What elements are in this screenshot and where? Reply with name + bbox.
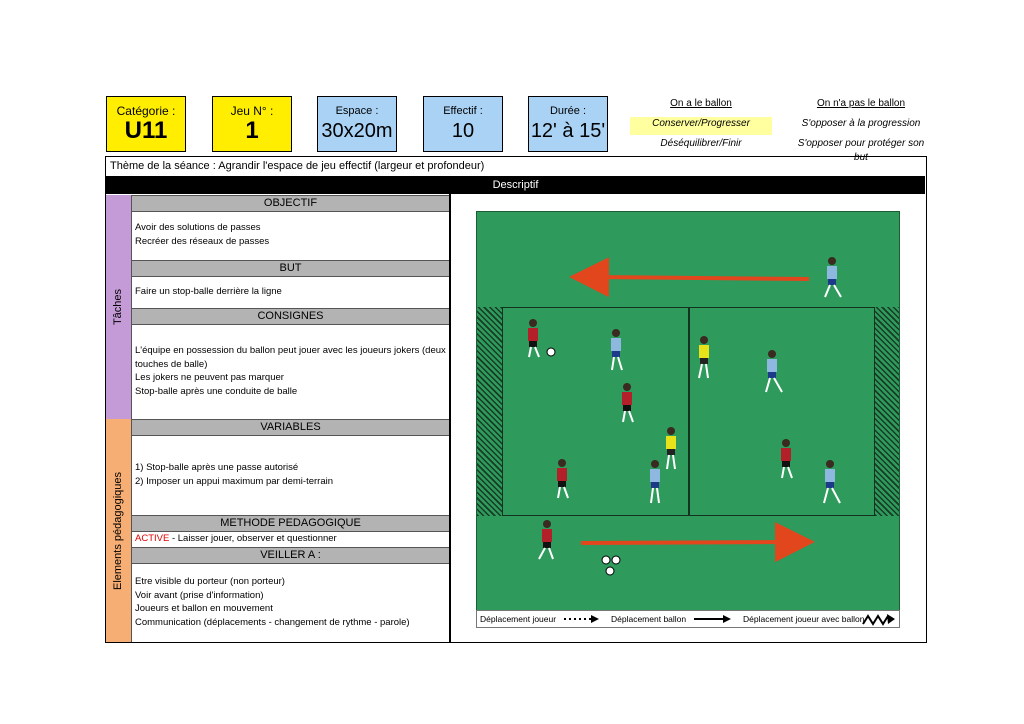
espace-box: Espace : 30x20m: [317, 96, 397, 152]
taches-side-label: Tâches: [106, 195, 132, 419]
jeu-box: Jeu N° : 1: [212, 96, 292, 152]
mode-sans-ballon-title: On n'a pas le ballon: [816, 98, 906, 109]
effectif-value: 10: [451, 119, 475, 142]
player-red-icon: [781, 439, 793, 479]
jeu-label: Jeu N° :: [230, 103, 274, 118]
mode-ballon-item: Déséquilibrer/Finir: [660, 138, 742, 149]
balls-pile-icon: [601, 555, 621, 576]
consignes-line: Stop-balle après une conduite de balle: [135, 385, 298, 397]
theme-line: Thème de la séance : Agrandir l'espace d…: [106, 157, 925, 177]
arrow-right: [580, 522, 815, 563]
zigzag-arrow-icon: [862, 614, 895, 626]
ball-icon: [546, 347, 556, 357]
elements-side-label: Elements pédagogiques: [106, 419, 132, 642]
pitch-diagram: [476, 211, 900, 615]
descriptif-bar: Descriptif: [106, 177, 925, 194]
methode-active-label: ACTIVE: [135, 533, 170, 544]
variables-line: 1) Stop-balle après une passe autorisé: [135, 462, 299, 473]
methode-header: METHODE PEDAGOGIQUE: [132, 515, 449, 532]
session-sheet: Thème de la séance : Agrandir l'espace d…: [105, 156, 927, 643]
variables-line: 2) Imposer un appui maximum par demi-ter…: [135, 475, 333, 487]
veiller-body: Etre visible du porteur (non porteur) Vo…: [132, 575, 449, 629]
player-blue-icon: [765, 350, 783, 393]
veiller-header: VEILLER A :: [132, 547, 449, 564]
column-divider: [449, 194, 451, 642]
left-end-zone: [477, 307, 502, 516]
veiller-line: Joueurs et ballon en mouvement: [135, 603, 273, 614]
variables-header: VARIABLES: [132, 419, 449, 436]
dotted-arrow-icon: [564, 615, 599, 623]
veiller-line: Voir avant (prise d'information): [135, 589, 264, 601]
consignes-header: CONSIGNES: [132, 308, 449, 325]
objectif-line: Avoir des solutions de passes: [135, 222, 261, 233]
player-blue-icon: [650, 460, 660, 504]
duree-label: Durée :: [549, 104, 587, 117]
effectif-box: Effectif : 10: [423, 96, 503, 152]
consignes-line: Les jokers ne peuvent pas marquer: [135, 372, 284, 383]
player-red-icon: [622, 383, 634, 423]
player-blue-icon: [823, 460, 841, 504]
espace-value: 30x20m: [321, 119, 393, 142]
but-line: Faire un stop-balle derrière la ligne: [135, 286, 282, 297]
methode-body: ACTIVE - Laisser jouer, observer et ques…: [132, 532, 449, 546]
joker-yellow-icon: [666, 427, 676, 470]
consignes-body: L'équipe en possession du ballon peut jo…: [132, 344, 449, 398]
objectif-body: Avoir des solutions de passes Recréer de…: [132, 221, 449, 248]
categorie-box: Catégorie : U11: [106, 96, 186, 152]
player-red-icon: [538, 520, 554, 560]
mode-sans-ballon-item: S'opposer à la progression: [801, 118, 921, 129]
categorie-value: U11: [124, 116, 168, 144]
but-header: BUT: [132, 260, 449, 277]
duree-box: Durée : 12' à 15': [528, 96, 608, 152]
methode-text: - Laisser jouer, observer et questionner: [169, 533, 337, 544]
mode-sans-ballon: On n'a pas le ballon S'opposer à la prog…: [790, 98, 932, 163]
mode-ballon-item: Conserver/Progresser: [630, 117, 772, 135]
arrow-left: [569, 257, 810, 298]
objectif-header: OBJECTIF: [132, 195, 449, 212]
player-red-icon: [528, 319, 540, 358]
consignes-line: touches de balle): [135, 358, 208, 370]
legend-joueur-ballon-label: Déplacement joueur avec ballon: [743, 614, 865, 624]
mode-ballon-title: On a le ballon: [670, 98, 732, 109]
variables-body: 1) Stop-balle après une passe autorisé 2…: [132, 461, 449, 488]
categorie-label: Catégorie :: [116, 103, 176, 118]
veiller-line: Communication (déplacements - changement…: [135, 616, 410, 628]
but-body: Faire un stop-balle derrière la ligne: [132, 285, 449, 299]
right-end-zone: [875, 307, 899, 516]
player-blue-icon: [824, 257, 842, 298]
consignes-line: L'équipe en possession du ballon peut jo…: [135, 345, 446, 356]
jeu-value: 1: [245, 116, 259, 144]
objectif-line: Recréer des réseaux de passes: [135, 235, 270, 247]
legend-ballon-label: Déplacement ballon: [611, 614, 687, 624]
solid-arrow-icon: [694, 615, 731, 623]
legend-bar: Déplacement joueur Déplacement ballon Dé…: [476, 610, 900, 628]
mode-ballon: On a le ballon Conserver/Progresser Désé…: [630, 98, 772, 157]
pitch-overlay: [528, 257, 842, 576]
joker-yellow-icon: [698, 336, 709, 379]
mode-sans-ballon-item: S'opposer pour protéger son but: [797, 138, 925, 163]
player-blue-icon: [611, 329, 623, 371]
halfway-line: [688, 307, 690, 516]
duree-value: 12' à 15': [530, 119, 606, 142]
espace-label: Espace :: [335, 104, 379, 117]
veiller-line: Etre visible du porteur (non porteur): [135, 576, 285, 587]
effectif-label: Effectif :: [443, 104, 483, 117]
player-red-icon: [557, 459, 569, 499]
legend-joueur-label: Déplacement joueur: [480, 614, 557, 624]
